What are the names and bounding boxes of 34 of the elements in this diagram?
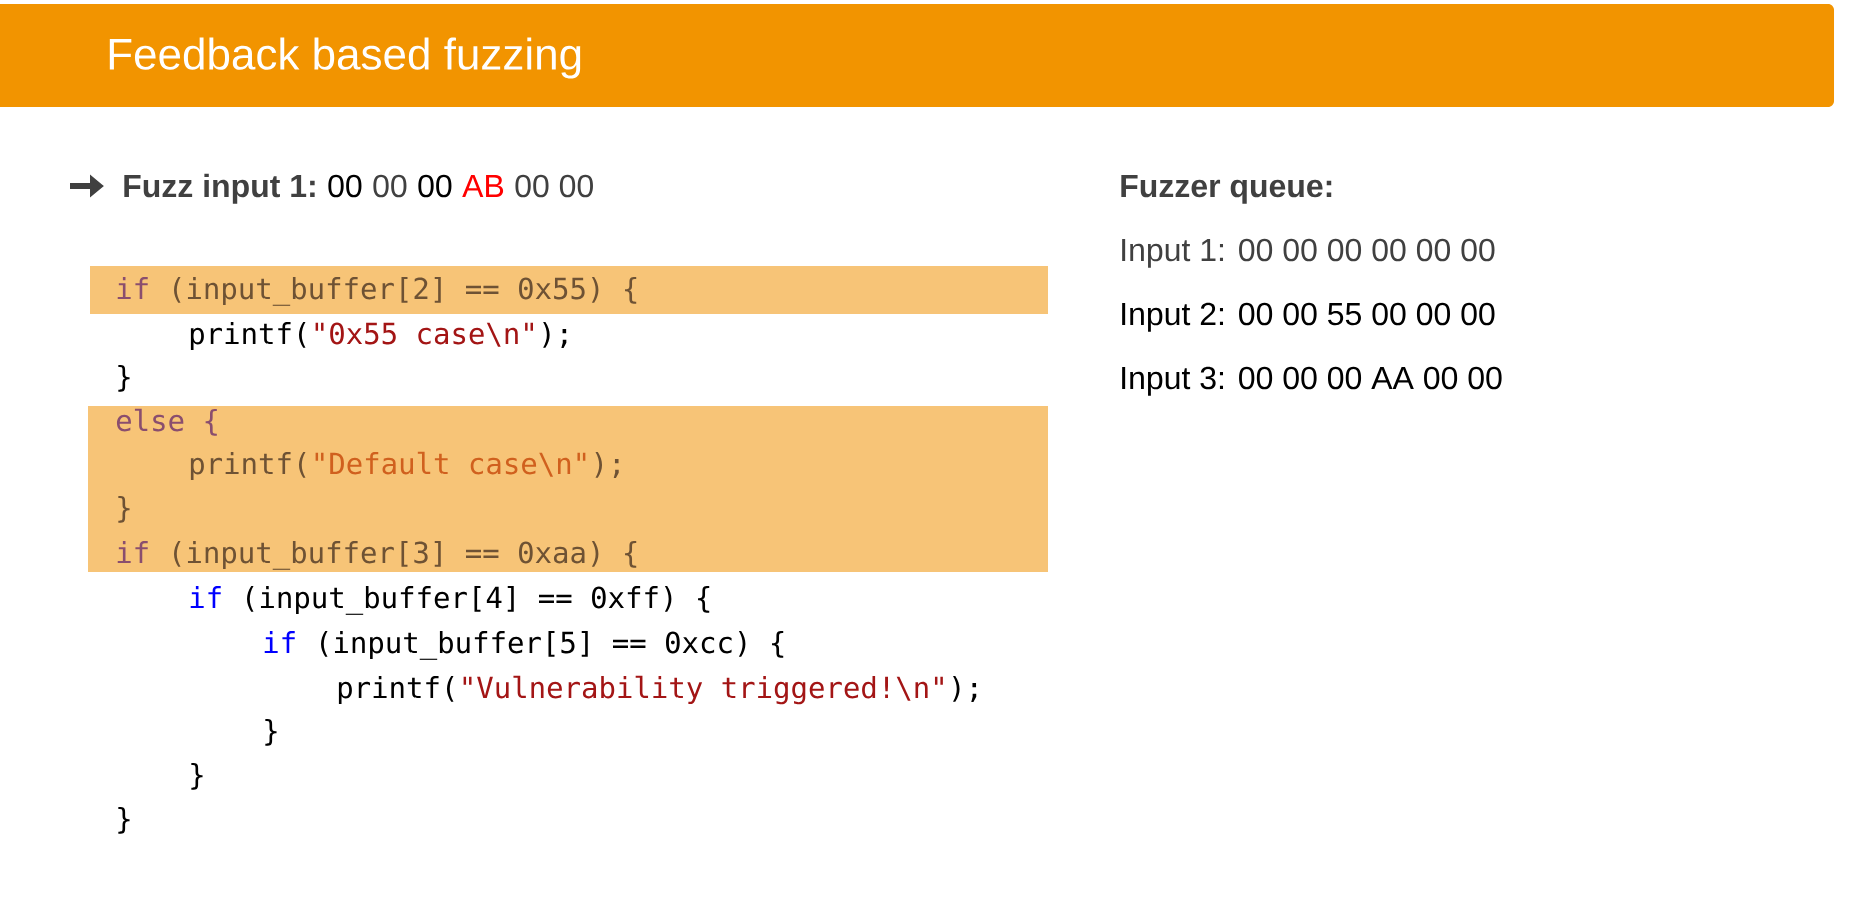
code-token: printf( (190, 321, 306, 351)
code-token: } (191, 763, 203, 790)
code-token: printf( (190, 451, 306, 481)
slide-title: Feedback based fuzzing (109, 37, 581, 79)
code-token: (input_buffer[2] == 0x55) { (174, 276, 637, 306)
fuzz-input-text: 00 (418, 174, 452, 198)
code-token: } (118, 807, 130, 834)
fuzz-input-text: 00 00 (515, 174, 593, 198)
code-token: "Default case\n" (315, 451, 586, 477)
fuzz-input-text: Fuzz input 1: (124, 173, 315, 204)
code-token: if (117, 540, 148, 563)
code-token: (input_buffer[5] == 0xcc) { (321, 630, 784, 660)
code-token: ); (595, 452, 619, 479)
queue-entry: Input 2: 00 00 55 00 00 00 (1122, 302, 1495, 332)
code-token: ); (543, 322, 567, 349)
code-token: "Vulnerability triggered!\n" (463, 675, 943, 705)
fuzz-input-text: 00 (328, 174, 362, 198)
fuzz-input-text: 00 (373, 174, 407, 198)
code-token: "0x55 case\n" (315, 322, 533, 347)
code-token: (input_buffer[3] == 0xaa) { (174, 540, 637, 570)
code-token: } (118, 495, 130, 523)
queue-heading: Fuzzer queue: (1121, 175, 1332, 204)
fuzz-input-text: AB (462, 175, 504, 197)
code-token: } (265, 719, 277, 746)
code-token: (input_buffer[4] == 0xff) { (247, 585, 710, 615)
code-token: if (190, 585, 221, 608)
code-token: } (118, 364, 130, 392)
code-token: if (117, 276, 148, 299)
code-token: printf( (338, 675, 454, 705)
queue-entry: Input 3: 00 00 00 AA 00 00 (1122, 366, 1502, 396)
code-token: if (264, 630, 295, 653)
code-token: else { (116, 408, 217, 436)
code-token: ); (953, 676, 977, 703)
queue-entry: Input 1: 00 00 00 00 00 00 (1122, 238, 1495, 268)
